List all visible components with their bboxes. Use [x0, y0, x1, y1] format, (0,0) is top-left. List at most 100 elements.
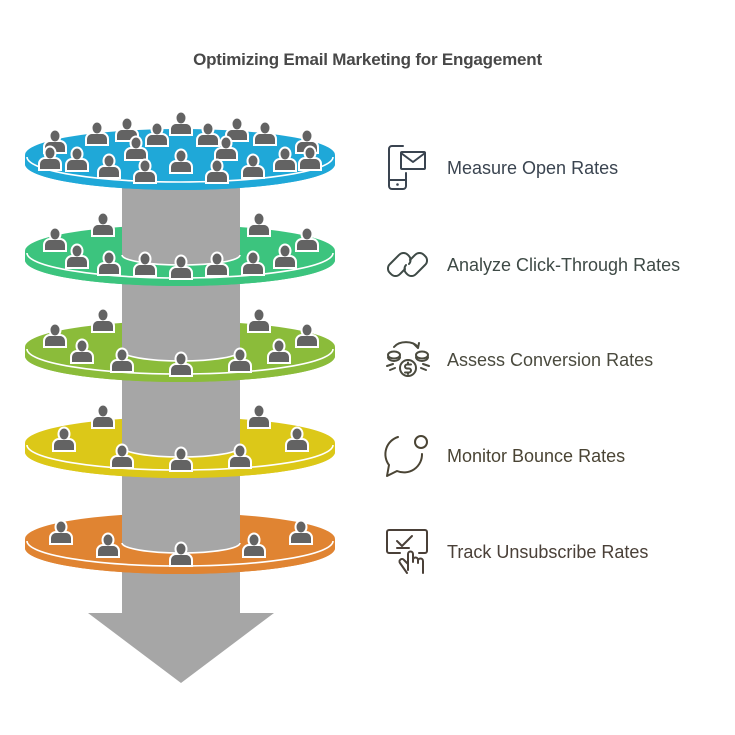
person-body-fill: [207, 265, 227, 275]
person-body-fill: [171, 162, 191, 172]
person-body-fill: [171, 365, 191, 375]
person-body-fill: [269, 352, 289, 362]
person-head: [174, 254, 188, 270]
person-body-fill: [230, 361, 250, 371]
person-head: [48, 128, 62, 144]
person-icon: [169, 541, 193, 567]
person-head: [138, 251, 152, 267]
person-head: [174, 541, 188, 557]
person-body-fill: [198, 135, 218, 145]
person-body-fill: [297, 336, 317, 346]
person-body-fill: [171, 555, 191, 565]
person-icon: [205, 251, 229, 277]
person-body-fill: [135, 172, 155, 182]
person-icon: [96, 532, 120, 558]
person-icon: [273, 146, 297, 172]
person-body-fill: [98, 546, 118, 556]
person-head: [115, 347, 129, 363]
person-icon: [295, 226, 319, 252]
person-icon: [253, 120, 277, 146]
person-body-fill: [99, 167, 119, 177]
person-icon: [169, 254, 193, 280]
person-icon: [241, 153, 265, 179]
person-body-fill: [207, 172, 227, 182]
person-head: [101, 532, 115, 548]
person-head: [43, 145, 57, 161]
person-icon: [295, 322, 319, 348]
person-body-fill: [135, 265, 155, 275]
person-head: [54, 519, 68, 535]
person-head: [233, 443, 247, 459]
person-icon: [289, 519, 313, 545]
person-head: [201, 121, 215, 137]
person-icon: [228, 443, 252, 469]
person-head: [300, 128, 314, 144]
person-icon: [228, 347, 252, 373]
person-icon: [91, 211, 115, 237]
chat-bubble-icon: [384, 435, 428, 477]
person-body-fill: [300, 159, 320, 169]
person-head: [48, 322, 62, 338]
person-icon: [242, 532, 266, 558]
person-head: [246, 250, 260, 266]
person-body-fill: [93, 321, 113, 331]
person-head: [252, 211, 266, 227]
person-head: [258, 120, 272, 136]
person-body-fill: [255, 134, 275, 144]
person-body-fill: [249, 321, 269, 331]
stage-label-bounce: Monitor Bounce Rates: [447, 446, 626, 466]
person-icon: [85, 120, 109, 146]
person-icon: [110, 443, 134, 469]
person-icon: [124, 135, 148, 161]
stage-label-unsubscribe: Track Unsubscribe Rates: [447, 542, 649, 562]
person-icon: [247, 307, 271, 333]
person-head: [252, 403, 266, 419]
person-icon: [267, 338, 291, 364]
person-body-fill: [243, 264, 263, 274]
person-body-fill: [147, 135, 167, 145]
person-head: [252, 307, 266, 323]
person-icon: [49, 519, 73, 545]
person-head: [233, 347, 247, 363]
person-body-fill: [291, 533, 311, 543]
person-icon: [241, 250, 265, 276]
person-head: [174, 446, 188, 462]
person-head: [138, 158, 152, 174]
person-head: [272, 338, 286, 354]
person-icon: [169, 446, 193, 472]
person-icon: [247, 403, 271, 429]
person-icon: [298, 145, 322, 171]
person-head: [210, 158, 224, 174]
down-arrow: [88, 585, 274, 683]
person-icon: [145, 121, 169, 147]
person-head: [247, 532, 261, 548]
person-body-fill: [243, 167, 263, 177]
person-head: [70, 243, 84, 259]
person-body-fill: [297, 240, 317, 250]
person-head: [294, 519, 308, 535]
person-body-fill: [227, 130, 247, 140]
person-body-fill: [112, 361, 132, 371]
person-icon: [70, 338, 94, 364]
person-head: [90, 120, 104, 136]
person-head: [48, 226, 62, 242]
person-body-fill: [72, 352, 92, 362]
person-head: [290, 426, 304, 442]
person-icon: [214, 135, 238, 161]
person-icon: [225, 116, 249, 142]
person-body-fill: [45, 336, 65, 346]
person-icon: [169, 110, 193, 136]
person-body-fill: [99, 264, 119, 274]
person-head: [278, 146, 292, 162]
person-head: [70, 146, 84, 162]
person-icon: [97, 250, 121, 276]
person-head: [210, 251, 224, 267]
link-icon: [387, 252, 428, 277]
stage-disc-2: [25, 211, 335, 347]
person-head: [174, 148, 188, 164]
person-icon: [91, 403, 115, 429]
person-body-fill: [275, 160, 295, 170]
person-body-fill: [67, 160, 87, 170]
person-body-fill: [51, 533, 71, 543]
